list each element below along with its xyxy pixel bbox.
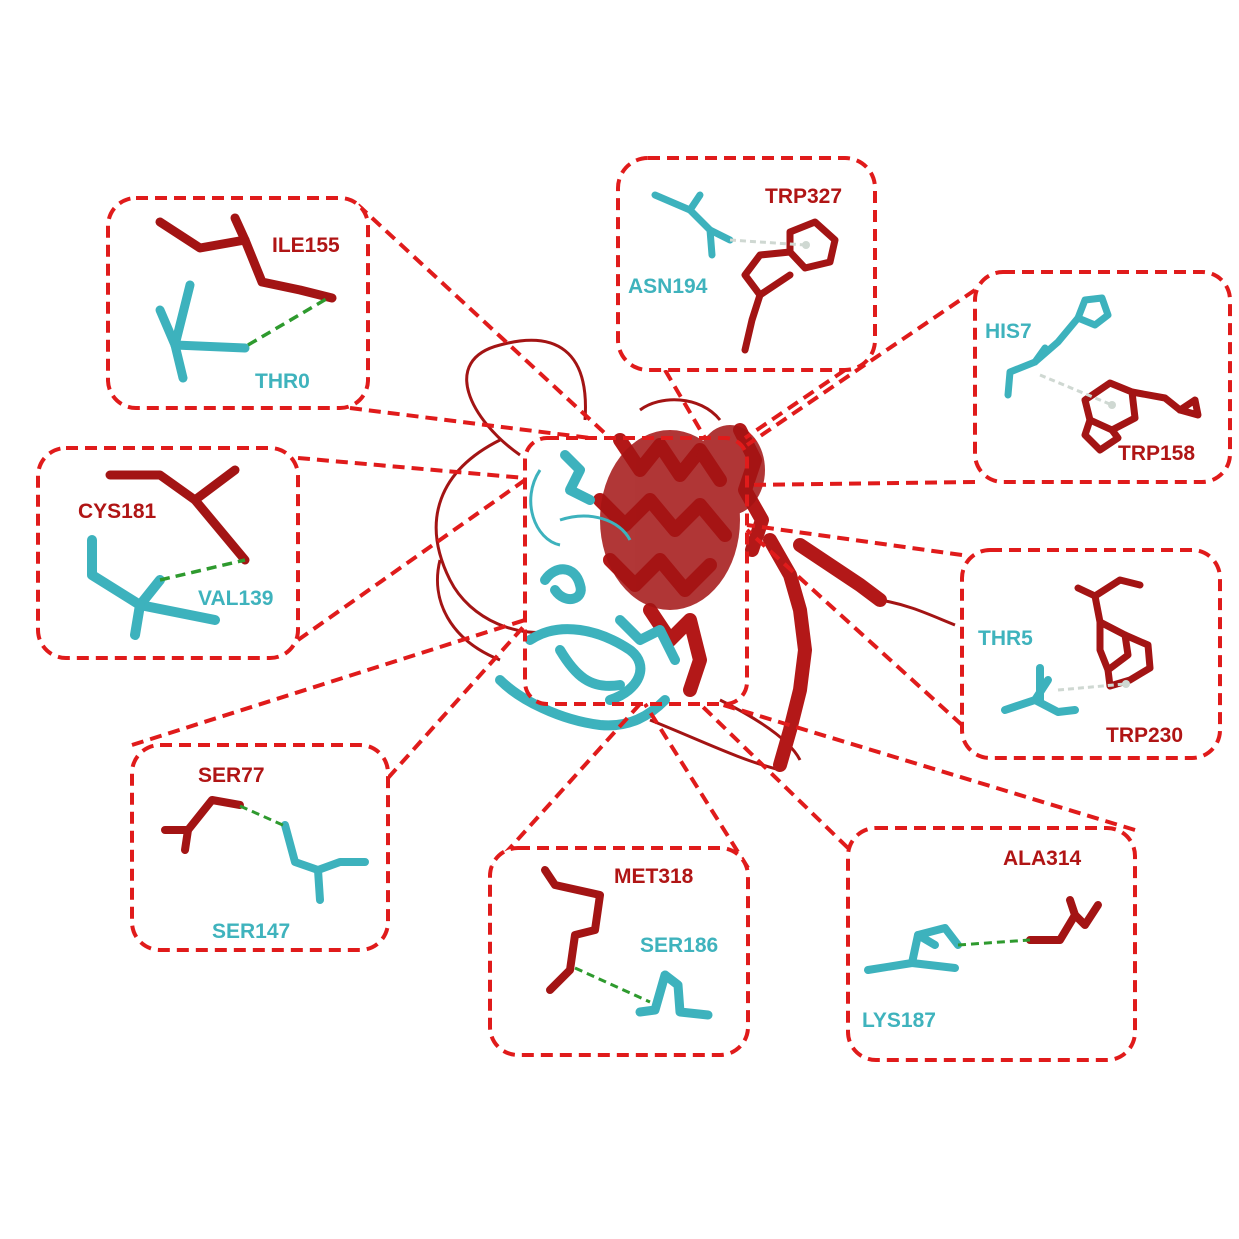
binding-site-box (523, 436, 749, 706)
cyan-residue-label: THR5 (978, 627, 1033, 650)
callout-met318-ser186: MET318 SER186 (488, 846, 750, 1057)
cyan-residue-structure (635, 970, 713, 1020)
red-residue-structure (161, 796, 244, 854)
cyan-residue-structure (651, 191, 734, 259)
cyan-residue-structure (281, 821, 369, 904)
callout-box (616, 156, 877, 372)
callout-box (130, 743, 390, 952)
red-residue-label: TRP230 (1106, 724, 1183, 747)
callout-trp230-thr5: THR5 TRP230 (960, 548, 1222, 760)
red-residue-label: ILE155 (272, 234, 340, 257)
callout-box (973, 270, 1232, 484)
cyan-residue-label: VAL139 (198, 587, 273, 610)
callout-cys181-val139: CYS181 VAL139 (36, 446, 300, 660)
red-residue-label: MET318 (614, 865, 694, 888)
red-residue-structure (155, 213, 337, 303)
hbond-line (574, 966, 651, 1004)
red-residue-structure (105, 465, 250, 565)
cyan-residue-label: HIS7 (985, 320, 1032, 343)
red-residue-structure (541, 866, 604, 994)
cyan-residue-label: SER147 (212, 920, 290, 943)
cyan-residue-structure (155, 280, 250, 383)
red-residue-structure (1026, 896, 1102, 944)
red-chain-core (600, 425, 765, 610)
red-residue-structure (1081, 379, 1202, 454)
callout-ala314-lys187: ALA314 LYS187 (846, 826, 1137, 1062)
cyan-residue-structure (1001, 664, 1079, 716)
cyan-chain-thin (529, 469, 632, 547)
pi-centroid (1108, 401, 1116, 409)
cyan-residue-label: ASN194 (628, 275, 708, 298)
red-residue-label: CYS181 (78, 500, 157, 523)
cyan-residue-structure (1004, 294, 1112, 399)
callout-box (36, 446, 300, 660)
callout-ser77-ser147: SER77 SER147 (130, 743, 390, 952)
cyan-chain (495, 450, 680, 731)
pi-contact-line (1039, 373, 1113, 407)
hbond-line (159, 558, 246, 582)
red-residue-label: TRP158 (1118, 442, 1195, 465)
cyan-residue-label: THR0 (255, 370, 310, 393)
protein-complex (434, 338, 956, 772)
red-residue-label: ALA314 (1003, 847, 1082, 870)
pi-contact-line (729, 238, 806, 247)
callout-trp158-his7: HIS7 TRP158 (973, 270, 1232, 484)
cyan-residue-label: LYS187 (862, 1009, 936, 1032)
cyan-residue-structure (864, 924, 962, 974)
pi-contact-line (1057, 682, 1126, 692)
callout-ile155-thr0: ILE155 THR0 (106, 196, 370, 410)
red-residue-label: TRP327 (765, 185, 842, 208)
red-residue-structure (741, 218, 839, 354)
red-residue-label: SER77 (198, 764, 265, 787)
red-residue-structure (1074, 576, 1154, 690)
pi-centroid (802, 241, 810, 249)
hbond-line (239, 804, 286, 828)
callout-connectors (131, 203, 1136, 870)
cyan-residue-label: SER186 (640, 934, 718, 957)
cyan-residue-structure (87, 535, 220, 640)
callout-trp327-asn194: TRP327 ASN194 (616, 156, 877, 372)
pi-centroid (1122, 680, 1130, 688)
